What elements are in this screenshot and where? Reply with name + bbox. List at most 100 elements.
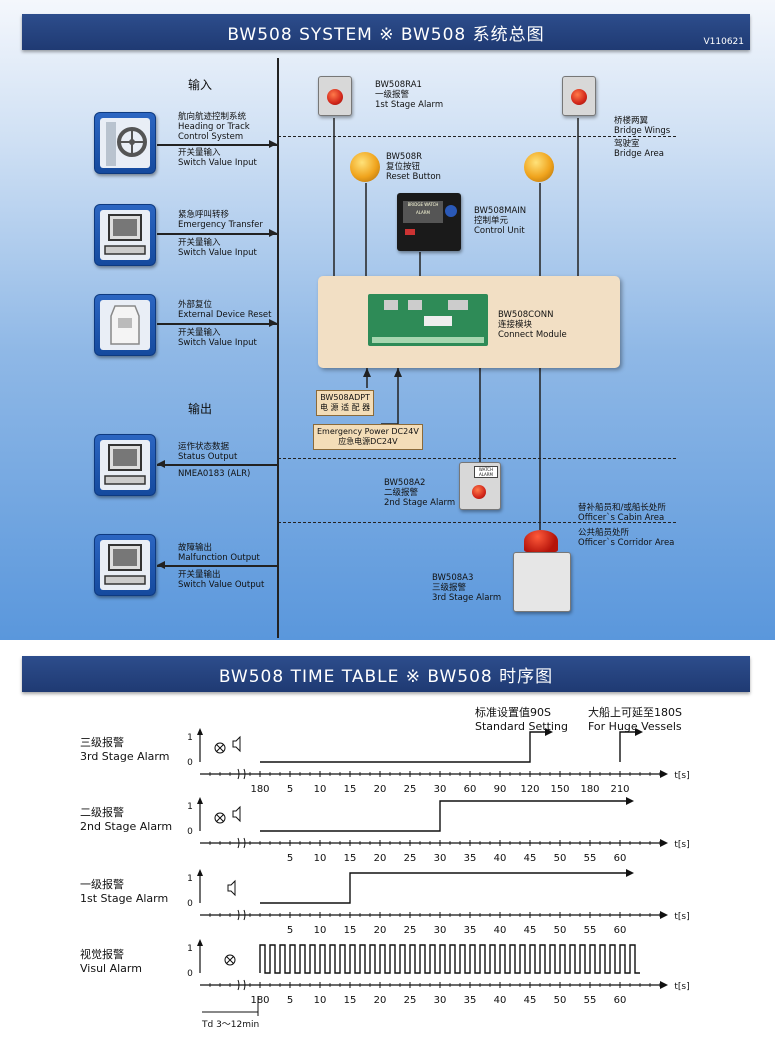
a2-label: BW508A2 二级报警 2nd Stage Alarm — [384, 478, 455, 508]
input-emergency-label: 紧急呼叫转移 Emergency Transfer — [178, 210, 263, 230]
control-unit: BRIDGE WATCH ALARM — [397, 193, 461, 251]
output-title: 输出 — [188, 402, 213, 416]
input-reset-line — [157, 323, 277, 325]
status-computer-icon — [94, 434, 156, 496]
stage1-tick-label: 35 — [464, 925, 477, 936]
huge-vessels-label: 大船上可延至180S For Huge Vessels — [588, 706, 682, 734]
reset-label: BW508R 复位按钮 Reset Button — [386, 152, 441, 182]
input-heading-en1: Heading or Track — [178, 122, 250, 132]
main-cn: 控制单元 — [474, 216, 509, 226]
visual-tick-label: 40 — [494, 995, 507, 1006]
output-malfunction-label: 故障输出 Malfunction Output — [178, 543, 260, 563]
visual-level-zero: 0 — [187, 969, 193, 979]
output-malfunction-cn: 故障输出 — [178, 543, 213, 553]
stage2-tick-label: 15 — [344, 853, 357, 864]
stage1-tick-label: 30 — [434, 925, 447, 936]
visual-axis-break — [237, 979, 246, 991]
input-emergency-en1: Emergency Transfer — [178, 220, 263, 230]
adapter-cn: 电 源 适 配 器 — [320, 403, 371, 412]
stage1-level-zero: 0 — [187, 899, 193, 909]
stage3-tick-label: 180 — [580, 784, 599, 795]
input-heading-label: 航向航迹控制系统 Heading or Track Control System — [178, 112, 250, 142]
cabin-area-en: Officer`s Cabin Area — [578, 513, 665, 523]
a2-en: 2nd Stage Alarm — [384, 498, 456, 508]
horn-icon — [227, 879, 236, 897]
alarm-button-icon — [472, 485, 486, 499]
stage2-axis-break — [237, 837, 246, 849]
reset-button-left-icon — [350, 152, 380, 182]
stage3-tick-label: 10 — [314, 784, 327, 795]
row1-title: 一级报警 1st Stage Alarm — [80, 878, 168, 906]
input-emergency-line — [157, 233, 277, 235]
watch-alarm-badge: WATCH ALARM — [474, 466, 498, 478]
bridge-area-divider — [278, 136, 676, 137]
row3-en: 3rd Stage Alarm — [80, 750, 170, 763]
power-en: Emergency Power DC24V — [317, 427, 419, 436]
stage3-extended-signal — [619, 731, 638, 762]
bridge-area-label: 驾驶室 Bridge Area — [614, 139, 664, 159]
a3-cn: 三级报警 — [432, 583, 467, 593]
lamp-icon — [214, 812, 226, 824]
standard-setting-cn: 标准设置值90S — [475, 706, 551, 719]
stage2-tick-label: 30 — [434, 853, 447, 864]
stage2-tick-label: 35 — [464, 853, 477, 864]
a2-alarm: WATCH ALARM — [459, 462, 501, 510]
input-title: 输入 — [188, 78, 213, 92]
visual-tick-label: 50 — [554, 995, 567, 1006]
stage2-tick-label: 10 — [314, 853, 327, 864]
stage2-tick-label: 60 — [614, 853, 627, 864]
stage3-level-one: 1 — [187, 733, 193, 743]
reset-en: Reset Button — [386, 172, 441, 182]
input-emergency-en3: Switch Value Input — [178, 248, 257, 258]
corridor-area-divider — [278, 522, 676, 523]
horn-icon — [232, 735, 241, 753]
a2-cn: 二级报警 — [384, 488, 419, 498]
a3-en: 3rd Stage Alarm — [432, 593, 502, 603]
ra1-cn: 一级报警 — [375, 90, 410, 100]
stage3-x-arrow — [660, 770, 668, 778]
stage1-tick-label: 10 — [314, 925, 327, 936]
corridor-area-cn: 公共船员处所 — [578, 528, 630, 538]
stage3-tick-label: 25 — [404, 784, 417, 795]
led-icon — [405, 229, 415, 235]
visual-cn: 视觉报警 — [80, 948, 124, 961]
row1-en: 1st Stage Alarm — [80, 892, 169, 905]
ra1-alarm-left — [318, 76, 352, 116]
input-heading-en3: Switch Value Input — [178, 158, 257, 168]
cabin-area-label: 替补船员和/或船长处所 Officer`s Cabin Area — [578, 503, 666, 523]
visual-tick-label: 30 — [434, 995, 447, 1006]
conn-label: BW508CONN 连接模块 Connect Module — [498, 310, 567, 340]
stage3-tick-label: 60 — [464, 784, 477, 795]
visual-tick-label: 5 — [287, 995, 293, 1006]
stage3-tick-label: 90 — [494, 784, 507, 795]
reset-code: BW508R — [386, 152, 423, 162]
diagram-arrows — [157, 118, 579, 569]
row2-cn: 二级报警 — [80, 806, 124, 819]
input-reset-cn2: 开关量输入 — [178, 328, 221, 338]
stage1-tick-label: 20 — [374, 925, 387, 936]
input-heading-cn2: 开关量输入 — [178, 148, 221, 158]
stage1-tick-label: 50 — [554, 925, 567, 936]
stage3-tick-label: 180 — [250, 784, 269, 795]
visual-en: Visul Alarm — [80, 962, 142, 975]
visual-tick-label: 10 — [314, 995, 327, 1006]
alarm-button-icon — [327, 89, 343, 105]
stage2-tick-label: 25 — [404, 853, 417, 864]
conn-code: BW508CONN — [498, 310, 554, 320]
stage3-tick-label: 15 — [344, 784, 357, 795]
stage1-unit: t[s] — [674, 912, 689, 922]
stage1-tick-label: 45 — [524, 925, 537, 936]
output-malfunction-line — [157, 565, 277, 567]
corridor-area-en: Officer`s Corridor Area — [578, 538, 675, 548]
stage3-y-arrow — [197, 728, 203, 735]
stage2-unit: t[s] — [674, 840, 689, 850]
visual-tick-label: 35 — [464, 995, 477, 1006]
stage3-tick-label: 120 — [520, 784, 539, 795]
output-malfunction-en1: Malfunction Output — [178, 553, 260, 563]
lamp-icon-cross — [226, 956, 234, 964]
alarm-button-icon — [571, 89, 587, 105]
malfunction-computer-icon — [94, 534, 156, 596]
bridge-area-en: Bridge Area — [614, 149, 664, 159]
ra1-label: BW508RA1 一级报警 1st Stage Alarm — [375, 80, 443, 110]
beacon-light-icon — [524, 530, 558, 552]
